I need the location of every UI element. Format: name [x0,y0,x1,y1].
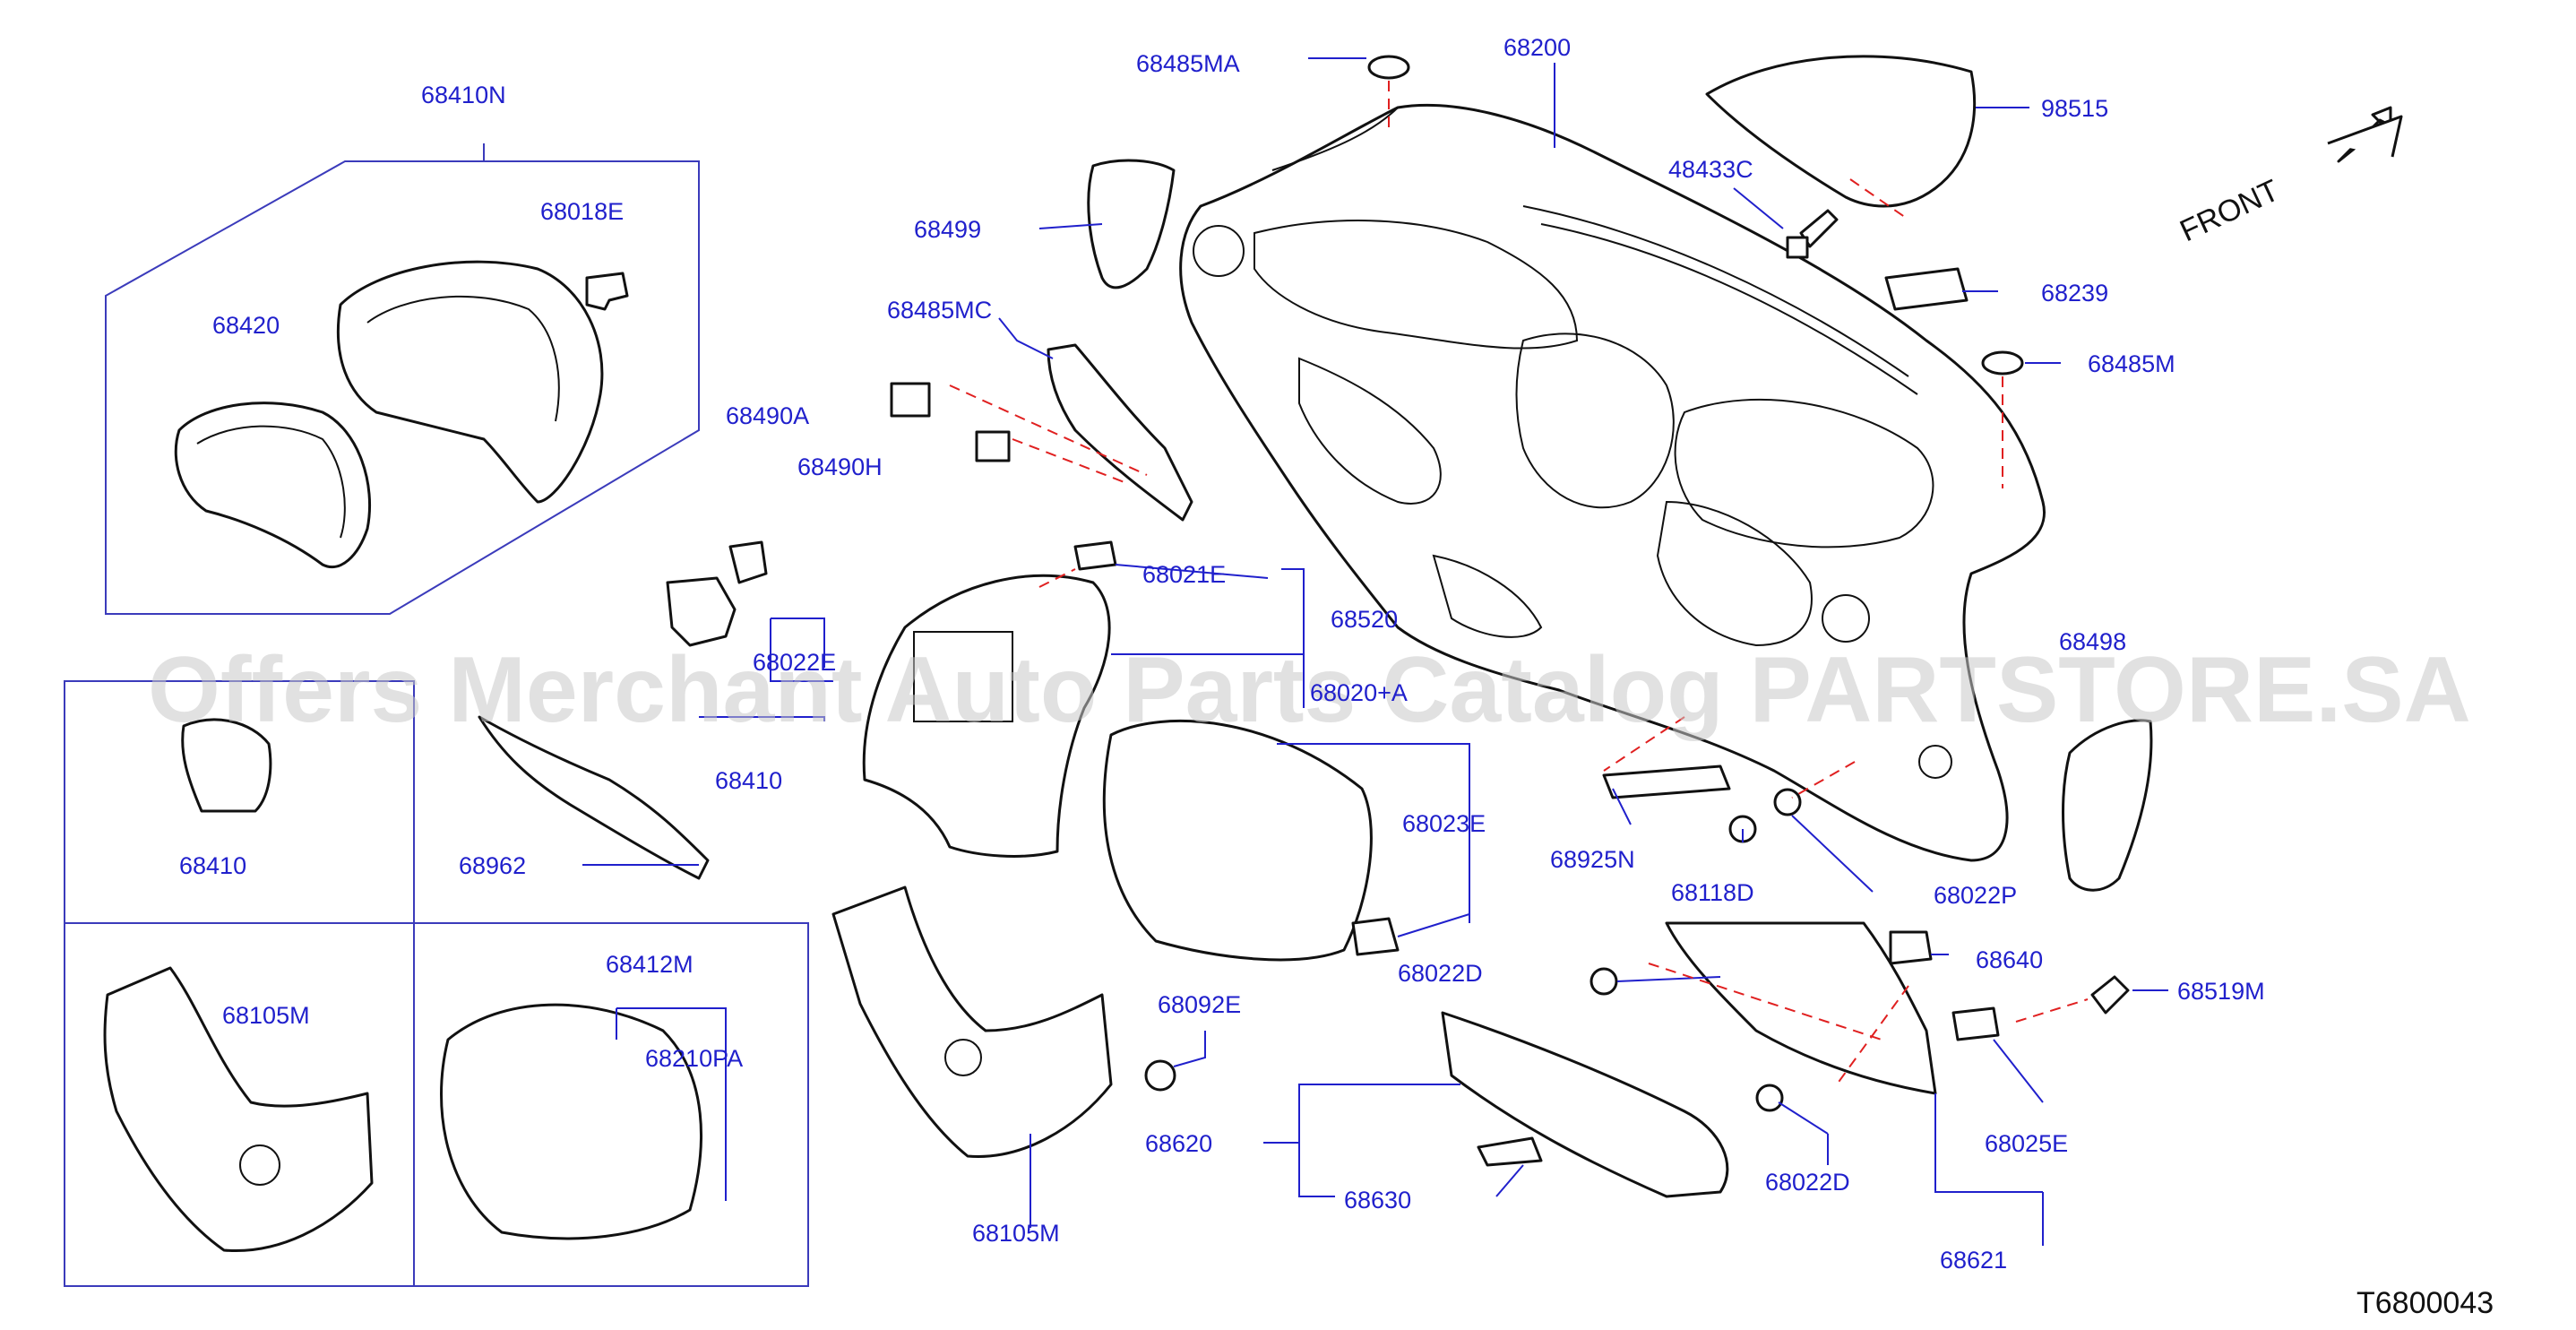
label-68022D-b: 68022D [1765,1169,1850,1196]
clip-68092E [1144,1059,1176,1092]
stopper-68630 [1477,1136,1543,1167]
label-68490A: 68490A [726,402,809,429]
dashed-leaders [949,81,2089,1085]
lid-68412M [440,1003,702,1240]
label-68640: 68640 [1976,946,2043,973]
clip-68022P [1773,788,1802,816]
cluster-lid-68410N [336,260,604,504]
lid-68020A [1102,719,1373,962]
label-68485MA: 68485MA [1136,50,1240,77]
label-68105M-left: 68105M [222,1002,310,1029]
screw-68022D-left [1590,967,1618,996]
label-68092E: 68092E [1158,991,1241,1018]
label-68410-left: 68410 [179,852,246,879]
glove-box-68621 [1665,921,1937,1095]
bracket-68022D-upper [1351,917,1400,956]
grommet-68485MA [1367,55,1410,80]
trim-68962 [478,715,710,880]
clip-68018E [585,272,629,311]
label-68020A: 68020+A [1310,679,1408,706]
label-68210PA: 68210PA [645,1045,743,1072]
bolt-48433C [1786,209,1839,259]
label-98515: 98515 [2041,95,2108,122]
label-68022D-a: 68022D [1398,960,1483,987]
label-68018E: 68018E [540,198,624,225]
label-68630: 68630 [1344,1187,1411,1213]
label-68485MC: 68485MC [887,297,992,324]
label-68520: 68520 [1331,606,1398,633]
side-cover-68498 [2062,719,2153,892]
watermark-text: Offers Merchant Auto Parts Catalog PARTS… [148,638,2471,742]
label-68412M: 68412M [606,951,694,978]
label-68410N: 68410N [421,82,506,108]
lower-cover-68105M-mid [831,885,1113,1158]
label-68118D: 68118D [1671,879,1754,906]
leader-lines [582,57,2168,1246]
label-68239: 68239 [2041,280,2108,307]
bracket-68022E [666,540,768,647]
label-68620: 68620 [1145,1130,1212,1157]
label-68025E: 68025E [1985,1130,2068,1157]
part-labels: 68410N 68018E 68420 68485MA 68200 98515 … [179,34,2494,1320]
label-68925N: 68925N [1550,846,1635,873]
front-arrow-icon [2327,106,2403,163]
label-68022P: 68022P [1934,882,2017,909]
label-68420: 68420 [212,312,280,339]
cluster-trim-68420 [174,402,372,569]
switch-68519M [2090,975,2130,1015]
switch-68490H [975,430,1011,462]
label-68200: 68200 [1503,34,1571,61]
front-label: FRONT [2175,173,2284,248]
cover-68410-left [181,718,272,813]
center-cluster-68520 [862,574,1111,858]
group-box-left-bottom [64,680,809,1287]
label-68023E: 68023E [1402,810,1486,837]
label-68410-mid: 68410 [715,767,782,794]
label-68962: 68962 [459,852,526,879]
label-68021E: 68021E [1142,561,1226,588]
bracket-68485MC [1047,343,1193,522]
bracket-68025E [1951,1006,2000,1041]
clip-68021E [1073,540,1117,571]
label-68485M: 68485M [2088,350,2175,377]
lower-cover-68105M-left [103,966,374,1253]
screw-68022D-lower [1755,1084,1784,1112]
label-68621: 68621 [1940,1247,2007,1274]
label-68105M-mid: 68105M [972,1220,1060,1247]
clip-68640 [1889,930,1933,965]
instrument-panel-68200 [1179,103,2046,862]
airbag-cover-98515 [1705,55,1977,208]
switch-68490A [890,382,931,418]
glove-lid-68620 [1441,1011,1729,1198]
label-48433C: 48433C [1668,156,1753,183]
label-68499: 68499 [914,216,981,243]
group-box-68410N [105,143,700,615]
label-68519M: 68519M [2177,978,2265,1005]
bracket-68925N [1602,764,1731,799]
label-68022E: 68022E [753,649,836,676]
label-68498: 68498 [2059,628,2126,655]
grommet-68485M [1981,350,2024,376]
diagram-id: T6800043 [2356,1286,2494,1320]
label-68490H: 68490H [797,453,883,480]
pad-68239 [1884,267,1969,311]
side-cover-68499 [1087,159,1176,289]
